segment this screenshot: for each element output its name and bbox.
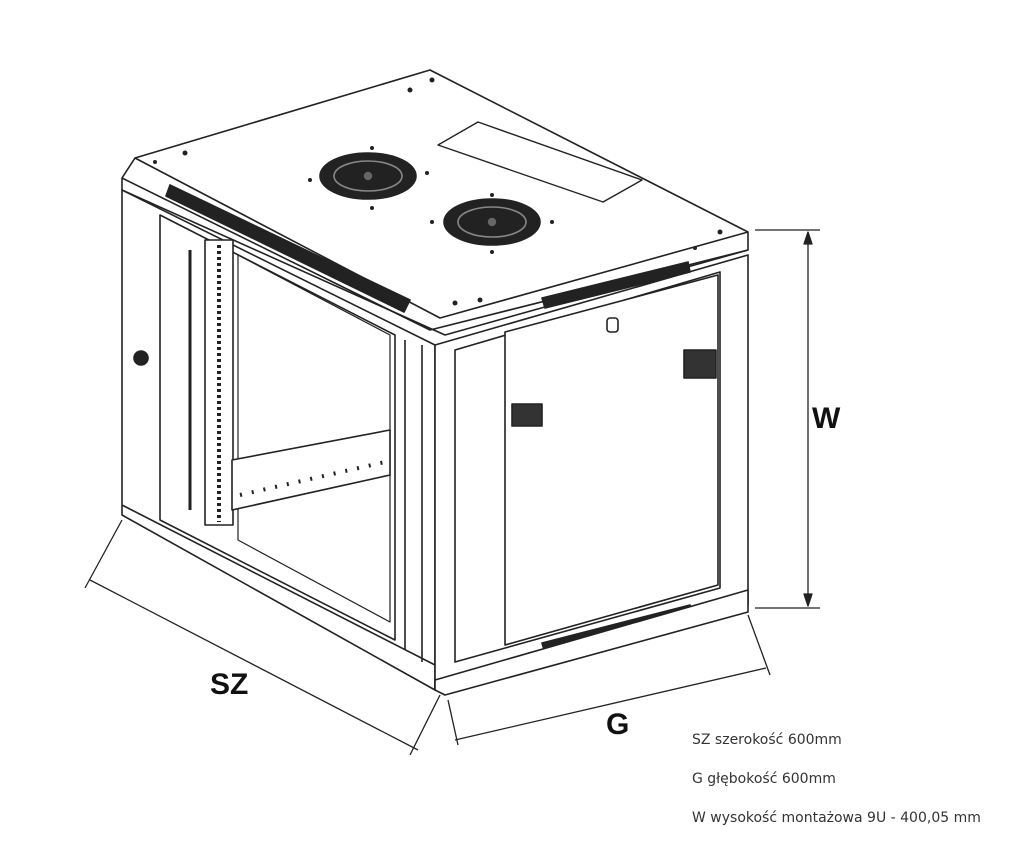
height-label: W (812, 402, 841, 435)
depth-label: G (606, 708, 630, 741)
width-label: SZ (210, 668, 249, 701)
dimension-height (755, 229, 820, 609)
fan-icon (319, 152, 417, 200)
dimension-width (84, 519, 441, 756)
spec-width: SZ szerokość 600mm (692, 732, 842, 748)
cabinet-top (121, 69, 749, 336)
spec-height: W wysokość montażowa 9U - 400,05 mm (692, 810, 981, 826)
spec-depth: G głębokość 600mm (692, 771, 836, 787)
cabinet-front (121, 189, 436, 691)
fan-icon (443, 198, 541, 246)
cabinet-side (434, 254, 749, 696)
dimension-depth (447, 614, 771, 746)
